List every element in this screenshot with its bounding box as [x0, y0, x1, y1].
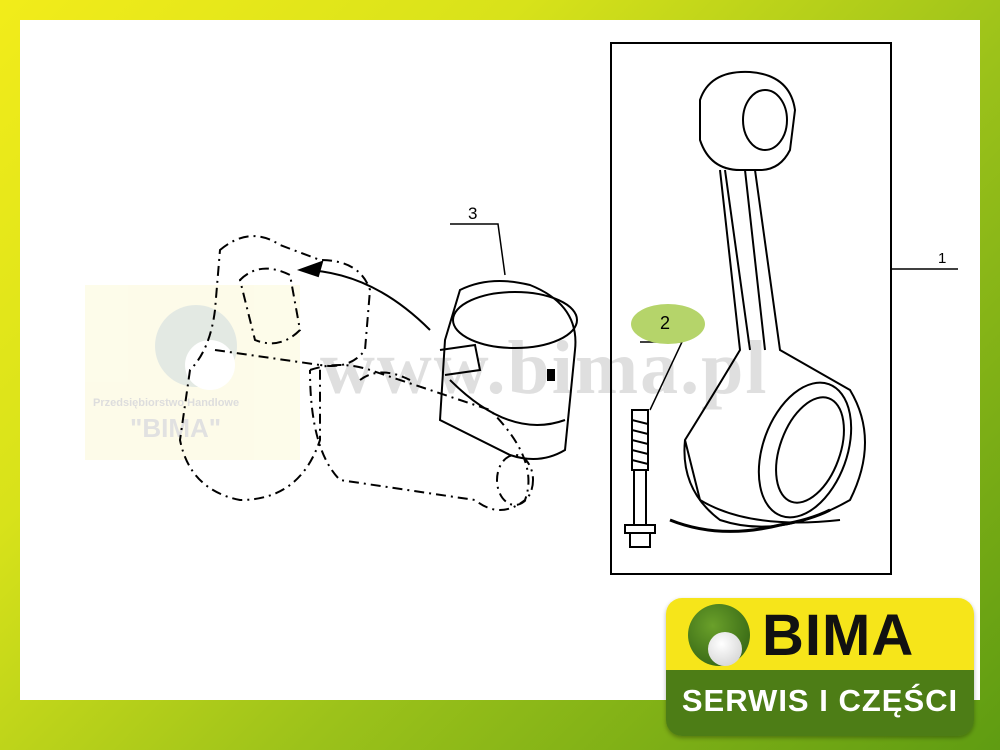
bolt-part-2 [624, 409, 656, 548]
product-image-canvas: Przedsiębiorstwo Handlowe "BIMA" [20, 20, 980, 700]
connecting-rod-part-1 [683, 70, 866, 528]
logo-name: BIMA [762, 603, 915, 668]
parts-diagram [178, 42, 958, 575]
connecting-rod-frame [610, 42, 892, 575]
watermark-company-name: "BIMA" [130, 413, 222, 443]
bolt-arrow [669, 508, 831, 533]
callout-3-label: 3 [468, 204, 478, 223]
callout-2-highlight [631, 304, 705, 344]
logo-tagline: SERWIS I CZĘŚCI [666, 670, 974, 736]
crankshaft-outline [178, 235, 534, 511]
bearing-shell-part-3 [438, 280, 578, 460]
watermark-logo: Przedsiębiorstwo Handlowe "BIMA" [85, 285, 300, 460]
logo-ball-icon [708, 632, 742, 666]
bima-logo: BIMA SERWIS I CZĘŚCI [666, 598, 974, 736]
watermark-url: www.bima.pl [320, 326, 769, 410]
callout-1-label: 1 [938, 250, 947, 267]
callout-2-label: 2 [660, 313, 671, 333]
watermark-company-line: Przedsiębiorstwo Handlowe [93, 397, 240, 409]
